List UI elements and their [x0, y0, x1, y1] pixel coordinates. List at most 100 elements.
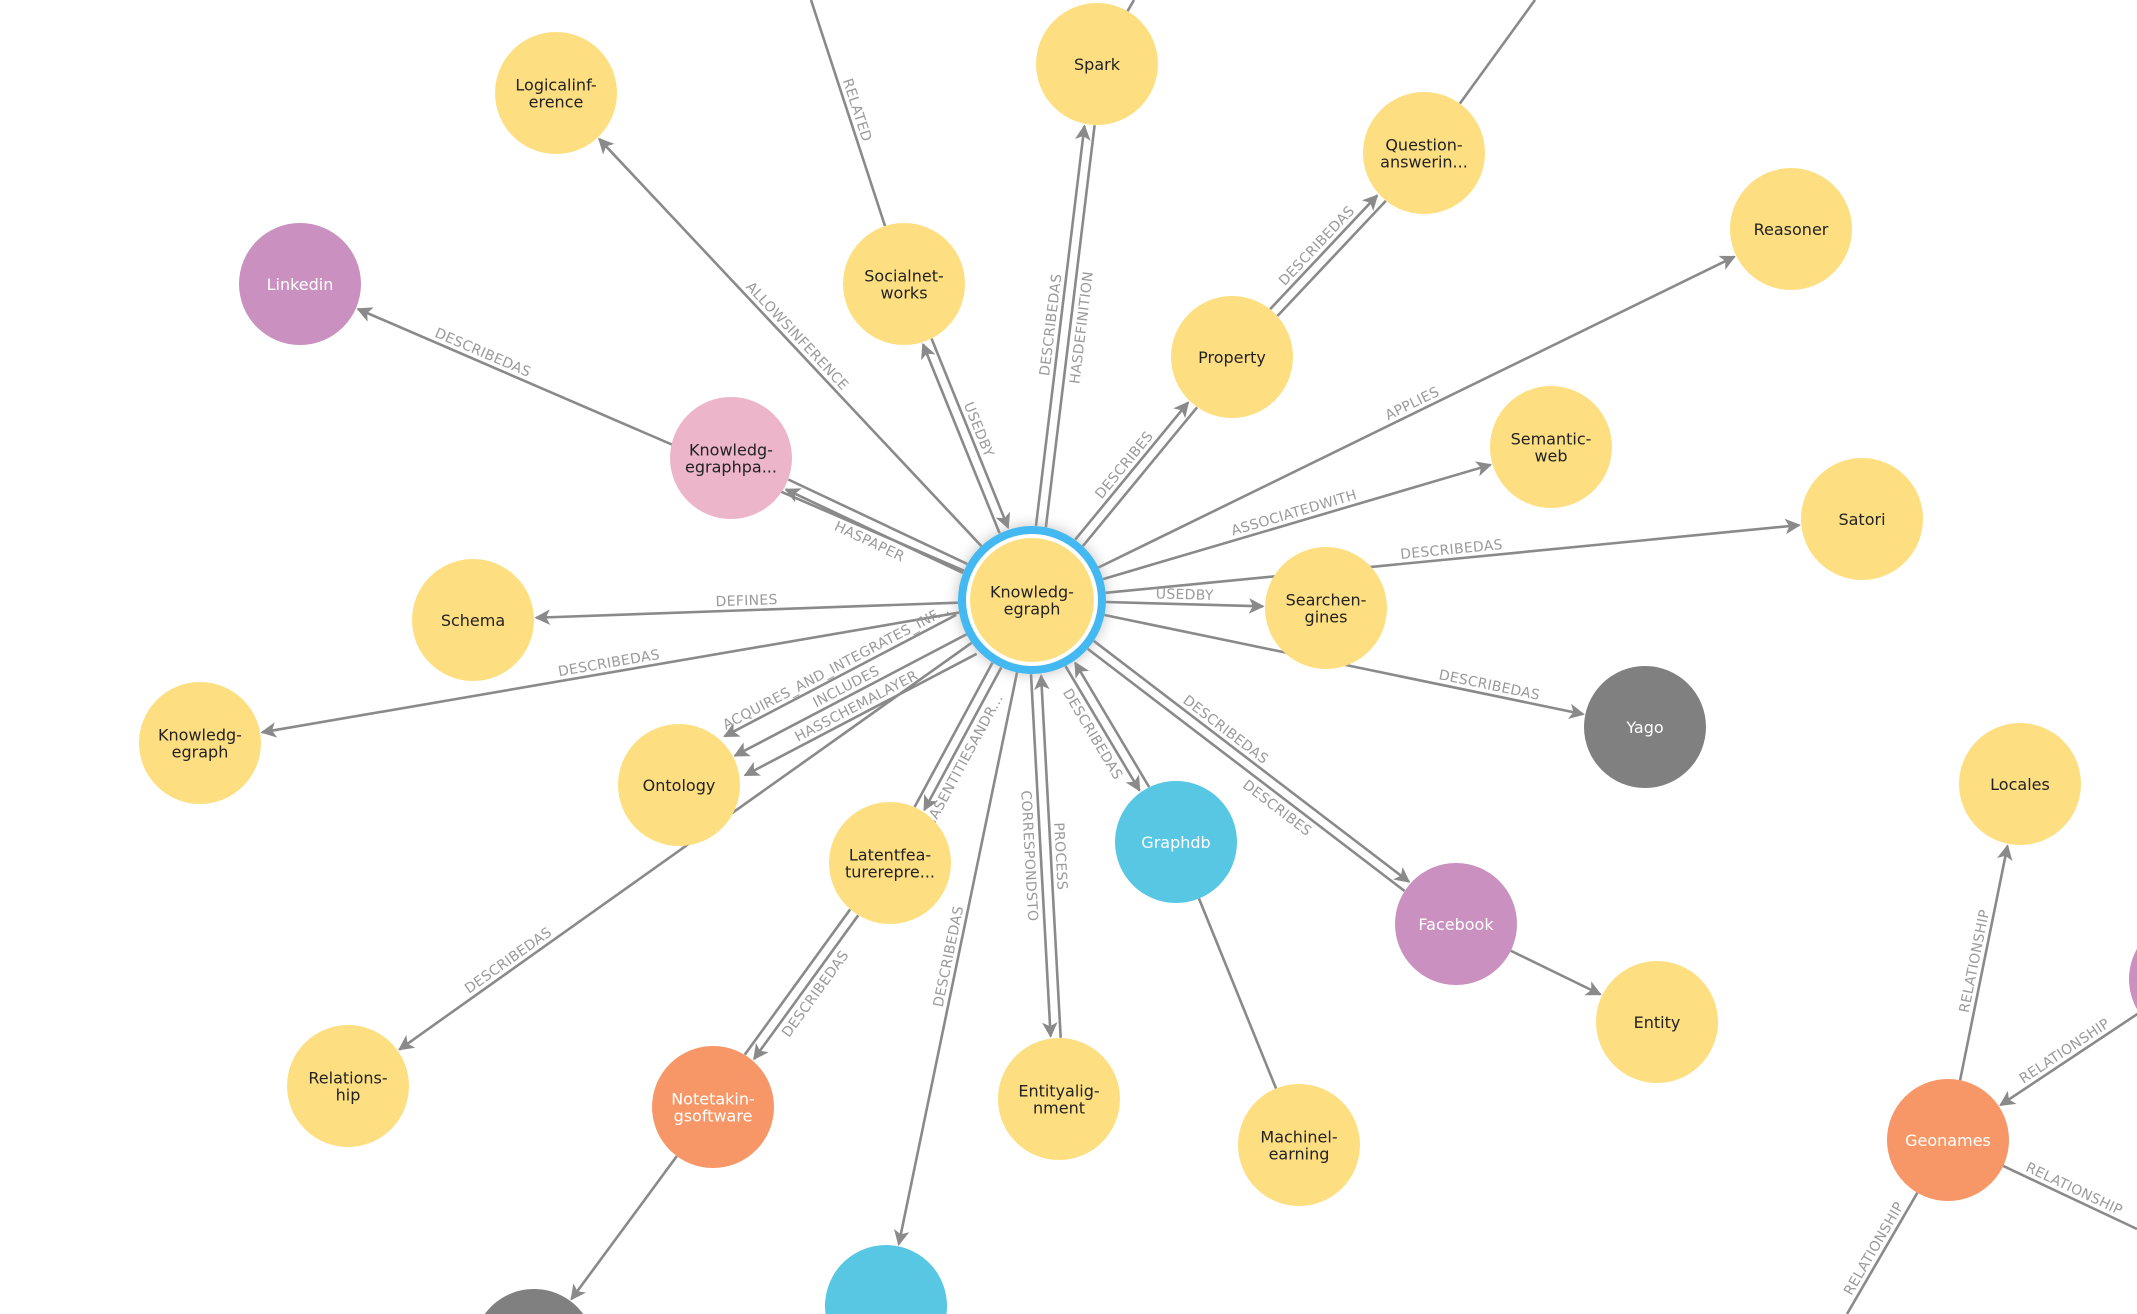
- node-searchengines[interactable]: Searchen-gines: [1265, 547, 1387, 669]
- node-circle[interactable]: [1596, 961, 1718, 1083]
- node-entity[interactable]: Entity: [1596, 961, 1718, 1083]
- relationship-edge[interactable]: [1029, 674, 1058, 1038]
- relationship-edge[interactable]: [1126, 0, 1136, 12]
- node-locales[interactable]: Locales: [1959, 723, 2081, 845]
- relationship-edge[interactable]: [787, 478, 968, 566]
- node-circle[interactable]: [829, 802, 951, 924]
- relationship-edge[interactable]: [923, 666, 1003, 812]
- node-bluebottom[interactable]: [825, 1245, 947, 1314]
- relationship-edge[interactable]: [809, 0, 887, 227]
- relationship-edge[interactable]: [1097, 255, 1736, 569]
- node-circle[interactable]: [1238, 1084, 1360, 1206]
- node-circle[interactable]: [1584, 666, 1706, 788]
- relationship-edge[interactable]: [743, 652, 978, 777]
- node-kgpaper[interactable]: Knowledg-egraphpa...: [670, 397, 792, 519]
- node-relationship[interactable]: Relations-hip: [287, 1025, 409, 1147]
- node-satori[interactable]: Satori: [1801, 458, 1923, 580]
- node-circle[interactable]: [970, 538, 1094, 662]
- node-circle[interactable]: [2128, 948, 2137, 1010]
- node-circle[interactable]: [1959, 723, 2081, 845]
- relationship-edge[interactable]: [1269, 194, 1379, 311]
- node-circle[interactable]: [1115, 781, 1237, 903]
- node-circle[interactable]: [1265, 547, 1387, 669]
- relationship-edge[interactable]: [1034, 674, 1062, 1038]
- node-circle[interactable]: [1801, 458, 1923, 580]
- node-circle[interactable]: [139, 682, 261, 804]
- relationship-edge[interactable]: [534, 601, 959, 626]
- node-semanticweb[interactable]: Semantic-web: [1490, 386, 1612, 508]
- node-latent[interactable]: Latentfea-turerepre...: [829, 802, 951, 924]
- node-circle[interactable]: [618, 724, 740, 846]
- node-circle[interactable]: [1363, 92, 1485, 214]
- node-circle[interactable]: [484, 1289, 584, 1314]
- node-center[interactable]: Knowledg-egraph: [956, 524, 1108, 676]
- relationship-edge[interactable]: [1105, 598, 1265, 614]
- node-circle[interactable]: [287, 1025, 409, 1147]
- node-yago[interactable]: Yago: [1584, 666, 1706, 788]
- relationship-edge[interactable]: [1081, 406, 1199, 547]
- node-entityalign[interactable]: Entityalig-nment: [998, 1038, 1120, 1160]
- node-question[interactable]: Question-answerin...: [1363, 92, 1485, 214]
- relationship-edge[interactable]: [930, 338, 1011, 530]
- node-circle[interactable]: [1490, 386, 1612, 508]
- relationship-edge[interactable]: [1845, 1192, 1919, 1314]
- relationship-edge[interactable]: [893, 672, 1019, 1246]
- relationship-edge[interactable]: [743, 908, 852, 1056]
- node-ontology[interactable]: Ontology: [618, 724, 740, 846]
- relationship-edge[interactable]: [1074, 401, 1190, 541]
- node-socialnetworks[interactable]: Socialnet-works: [843, 223, 965, 345]
- node-circle[interactable]: [843, 223, 965, 345]
- relationship-edge[interactable]: [1093, 639, 1411, 883]
- node-graphdb[interactable]: Graphdb: [1115, 781, 1237, 903]
- node-circle[interactable]: [1036, 3, 1158, 125]
- relationship-edge[interactable]: [570, 1155, 678, 1301]
- node-logicalinference[interactable]: Logicalinf-erence: [495, 32, 617, 154]
- node-property[interactable]: Property: [1171, 296, 1293, 418]
- relationship-edge[interactable]: [1458, 0, 1537, 105]
- relationship-edge[interactable]: [1044, 125, 1096, 528]
- relationship-edge[interactable]: [723, 613, 957, 738]
- relationship-edge[interactable]: [260, 611, 960, 738]
- node-circle[interactable]: [239, 223, 361, 345]
- node-circle[interactable]: [652, 1046, 774, 1168]
- node-kgleft[interactable]: Knowledg-egraph: [139, 682, 261, 804]
- relationship-edge[interactable]: [1276, 199, 1387, 317]
- relationship-edge[interactable]: [1197, 898, 1278, 1089]
- relationship-edge[interactable]: [752, 914, 860, 1061]
- relationship-edge[interactable]: [1074, 661, 1151, 788]
- node-schema[interactable]: Schema: [412, 559, 534, 681]
- relationship-edge[interactable]: [1102, 461, 1493, 581]
- node-spark[interactable]: Spark: [1036, 3, 1158, 125]
- node-purpleright[interactable]: [2128, 948, 2137, 1010]
- relationship-edge[interactable]: [733, 633, 968, 757]
- relationship-edge[interactable]: [1086, 647, 1406, 892]
- relationship-edge[interactable]: [1510, 949, 1602, 996]
- node-circle[interactable]: [1730, 168, 1852, 290]
- node-facebook[interactable]: Facebook: [1395, 863, 1517, 985]
- relationship-edge[interactable]: [398, 641, 973, 1051]
- relationship-edge[interactable]: [921, 342, 1001, 534]
- node-machinelearning[interactable]: Machinel-earning: [1238, 1084, 1360, 1206]
- relationship-edge[interactable]: [2002, 1164, 2137, 1231]
- node-circle[interactable]: [1887, 1079, 2009, 1201]
- relationship-edge[interactable]: [598, 137, 983, 547]
- relationship-edge[interactable]: [1958, 844, 2013, 1081]
- relationship-edge[interactable]: [1064, 665, 1141, 792]
- relationship-edge[interactable]: [784, 488, 964, 575]
- node-circle[interactable]: [1395, 863, 1517, 985]
- node-circle[interactable]: [495, 32, 617, 154]
- relationship-edge[interactable]: [913, 662, 994, 808]
- node-circle[interactable]: [1171, 296, 1293, 418]
- node-notetaking[interactable]: Notetakin-gsoftware: [652, 1046, 774, 1168]
- relationship-edge[interactable]: [1034, 124, 1091, 527]
- node-circle[interactable]: [825, 1245, 947, 1314]
- node-circle[interactable]: [670, 397, 792, 519]
- node-geonames[interactable]: Geonames: [1887, 1079, 2009, 1201]
- node-linkedin[interactable]: Linkedin: [239, 223, 361, 345]
- node-circle[interactable]: [998, 1038, 1120, 1160]
- node-circle[interactable]: [412, 559, 534, 681]
- relationship-edge[interactable]: [1105, 518, 1801, 595]
- node-graybottom[interactable]: [484, 1289, 584, 1314]
- node-reasoner[interactable]: Reasoner: [1730, 168, 1852, 290]
